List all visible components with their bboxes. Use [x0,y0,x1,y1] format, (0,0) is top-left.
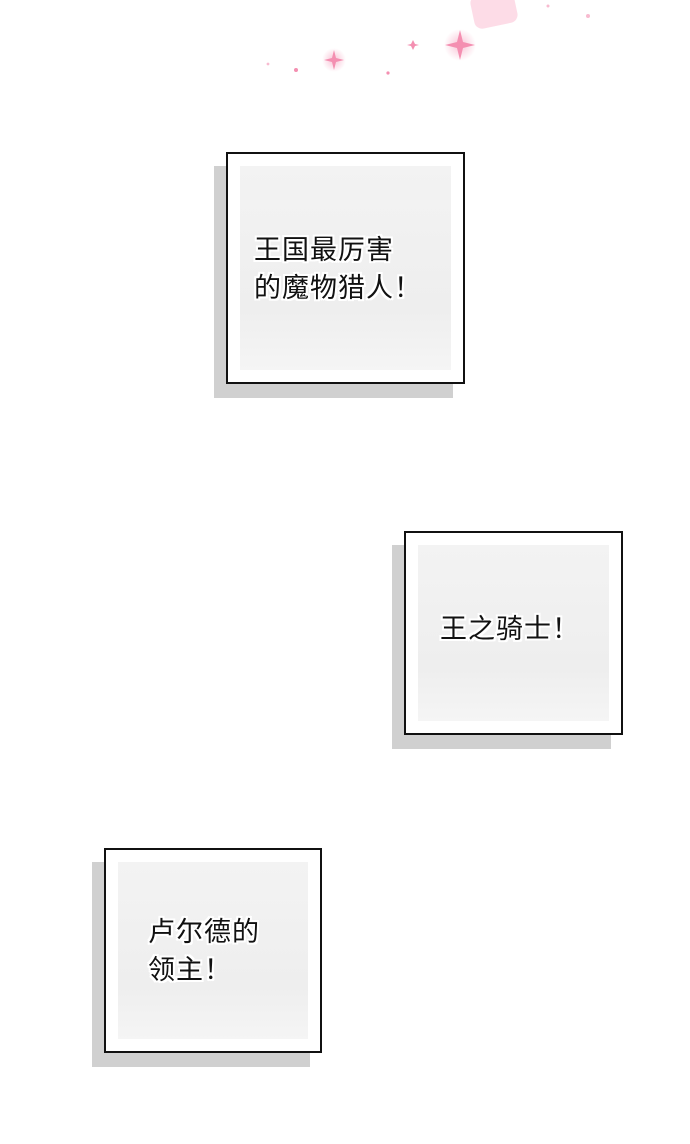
caption-text-kings-knight: 王之骑士！ [440,611,580,649]
caption-line: 王国最厉害 [254,235,394,266]
caption-box-panel [418,545,609,721]
sparkle-dot-icon [586,14,590,18]
caption-line: 领主！ [148,955,232,986]
sparkle-icon [444,29,476,61]
caption-line: 卢尔德的 [148,917,260,948]
caption-box-kings-knight [404,531,623,735]
sparkle-dot-icon [266,62,270,66]
sparkle-dot-icon [386,71,390,75]
sparkle-dot-icon [546,4,550,8]
caption-line: 的魔物猎人！ [254,273,422,304]
caption-text-lourd-lord: 卢尔德的 领主！ [148,914,260,990]
caption-box-panel [118,862,308,1039]
sparkle-blob-icon [470,0,518,29]
caption-text-kingdom-hunter: 王国最厉害 的魔物猎人！ [254,232,422,308]
sparkle-dot-icon [294,68,298,72]
sparkle-icon [322,48,346,72]
pink-sparkles-decoration [266,0,590,75]
caption-box-panel [240,166,451,370]
caption-line: 王之骑士！ [440,614,580,645]
sparkle-icon [407,40,419,50]
caption-box-lourd-lord [104,848,322,1053]
caption-box-kingdom-hunter [226,152,465,384]
